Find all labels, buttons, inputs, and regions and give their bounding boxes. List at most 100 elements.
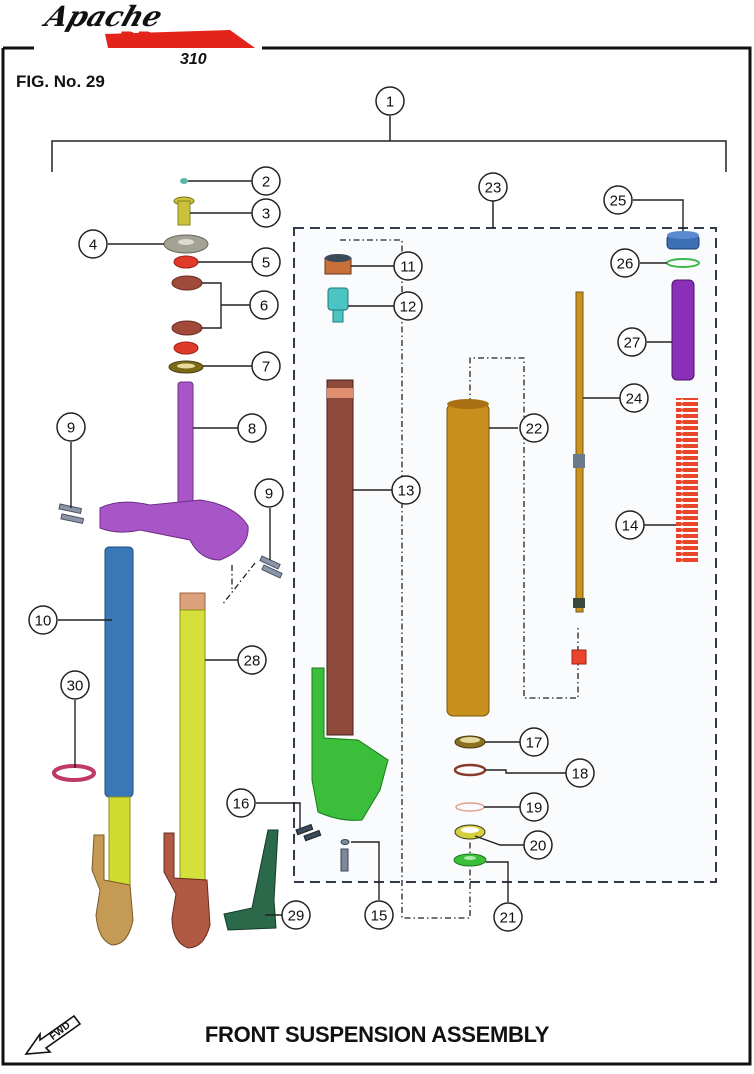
callout-23: 23 [478,172,508,202]
callout-number: 1 [386,94,394,111]
part-bush-17 [454,735,486,749]
callout-12: 12 [393,291,423,321]
callout-circle [619,383,649,413]
part-bolt [173,196,195,226]
callout-number: 25 [610,193,627,210]
part-seal [168,360,204,374]
callout-circle [393,251,423,281]
callout-number: 14 [622,518,639,535]
callout-30: 30 [60,670,90,700]
callout-circle [28,605,58,635]
callout-number: 10 [35,613,52,630]
assembly-bracket [51,116,727,172]
callout-3: 3 [251,198,281,228]
callout-number: 27 [624,335,641,352]
callout-circle [478,172,508,202]
callout-number: 13 [398,483,415,500]
part-bolt-pair-16 [295,823,322,842]
callout-4: 4 [78,229,108,259]
callout-20: 20 [523,830,553,860]
part-bush-11 [324,254,352,275]
part-clamp [52,764,96,782]
callout-circle [251,198,281,228]
part-fork-assembly-right [163,592,211,949]
callout-circle [565,758,595,788]
callout-number: 8 [248,421,256,438]
callout-circle [281,900,311,930]
part-oil-seal [454,824,486,840]
callout-circle [493,902,523,932]
callout-5: 5 [251,247,281,277]
callout-28: 28 [237,645,267,675]
callout-number: 4 [89,237,97,254]
callout-number: 15 [371,908,388,925]
callout-number: 6 [260,298,268,315]
callout-circle [78,229,108,259]
callout-14: 14 [615,510,645,540]
callout-11: 11 [393,251,423,281]
callout-number: 3 [262,206,270,223]
callout-circle [251,166,281,196]
callout-9-left: 9 [56,412,86,442]
callout-circle [393,291,423,321]
leader-lines [58,180,684,916]
part-fork-assembly-left [91,546,134,946]
brand-logo: Apache RR 310 [38,0,255,68]
callout-circle [391,475,421,505]
callout-16: 16 [226,788,256,818]
page-frame [1,46,752,1066]
callout-7: 7 [251,351,281,381]
callout-number: 17 [526,735,543,752]
callout-number: 2 [262,174,270,191]
callout-circle [237,645,267,675]
callout-number: 18 [572,766,589,783]
callout-number: 9 [265,486,273,503]
callout-circle [251,247,281,277]
callout-22: 22 [519,413,549,443]
callout-number: 11 [400,259,416,276]
brand-model-number: 310 [180,51,207,68]
callout-17: 17 [519,727,549,757]
callout-9-right: 9 [254,478,284,508]
callout-circle [519,413,549,443]
callout-circle [364,900,394,930]
part-spring [676,398,698,564]
callout-2: 2 [251,166,281,196]
callout-number: 9 [67,420,75,437]
callout-6: 6 [249,290,279,320]
callout-circle [603,185,633,215]
callout-number: 7 [262,359,270,376]
callout-circle [523,830,553,860]
callout-circle [226,788,256,818]
fwd-direction-icon: FWD [24,1014,82,1055]
callout-29: 29 [281,900,311,930]
assembly-guides [221,239,579,919]
callout-25: 25 [603,185,633,215]
callout-circle [519,792,549,822]
callout-circle [251,351,281,381]
part-bolt-pair-right [259,555,283,579]
part-bolt-pair-left [58,503,85,525]
brand-script-word: Apache [38,0,166,33]
part-inner-tube [311,379,389,821]
callout-number: 16 [233,796,250,813]
callout-number: 22 [526,421,543,438]
part-bearing-upper [171,275,203,291]
callout-number: 29 [288,908,305,925]
callout-number: 12 [400,299,417,316]
callout-circle [615,510,645,540]
callout-24: 24 [619,383,649,413]
part-outer-tube [446,399,490,717]
callout-21: 21 [493,902,523,932]
callout-number: 26 [617,256,634,273]
part-bearing-race-upper [173,255,199,269]
callout-circle [519,727,549,757]
part-bearing-race-lower [173,341,199,355]
figure-number: FIG. No. 29 [16,72,105,91]
callout-circle [249,290,279,320]
callout-1: 1 [375,86,405,116]
callout-number: 20 [530,838,547,855]
callout-circle [237,413,267,443]
part-collar [327,287,349,323]
